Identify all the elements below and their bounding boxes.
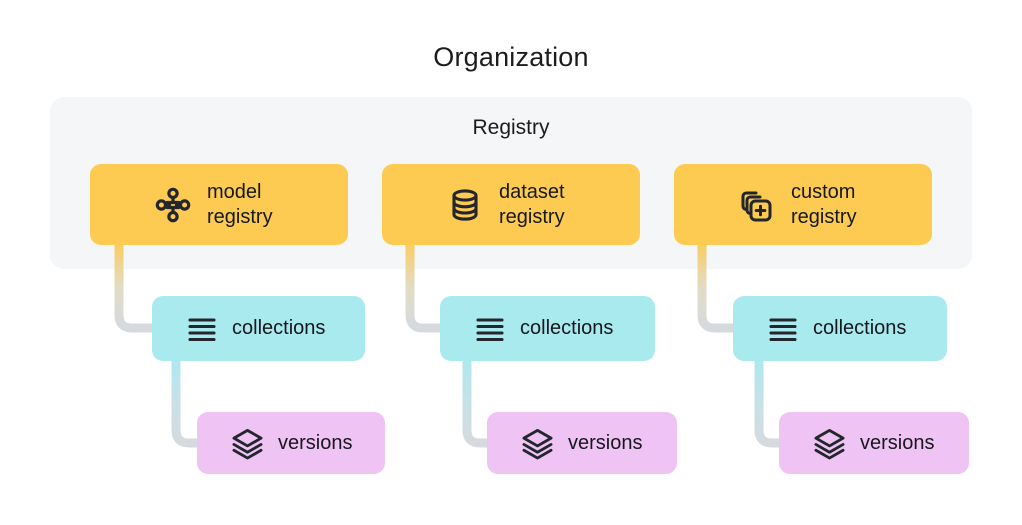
collections-card-dataset[interactable]: collections bbox=[440, 296, 655, 361]
registry-card-custom[interactable]: custom registry bbox=[674, 164, 932, 245]
versions-card-dataset[interactable]: versions bbox=[487, 412, 677, 474]
collections-card-label: collections bbox=[232, 317, 326, 339]
layers-stack-icon bbox=[521, 427, 554, 460]
versions-card-model[interactable]: versions bbox=[197, 412, 385, 474]
collections-card-label: collections bbox=[813, 317, 907, 339]
versions-card-label: versions bbox=[860, 431, 935, 454]
list-lines-icon bbox=[767, 313, 799, 345]
list-lines-icon bbox=[474, 313, 506, 345]
versions-card-custom[interactable]: versions bbox=[779, 412, 969, 474]
list-lines-icon bbox=[186, 313, 218, 345]
registry-card-label: custom registry bbox=[791, 180, 857, 228]
registry-card-model[interactable]: model registry bbox=[90, 164, 348, 245]
versions-card-label: versions bbox=[278, 431, 353, 454]
registry-card-dataset[interactable]: dataset registry bbox=[382, 164, 640, 245]
collections-card-custom[interactable]: collections bbox=[733, 296, 947, 361]
model-network-icon bbox=[152, 184, 194, 226]
page-title: Organization bbox=[433, 42, 589, 72]
stacked-squares-plus-icon bbox=[736, 184, 778, 226]
collections-card-label: collections bbox=[520, 317, 614, 339]
versions-card-label: versions bbox=[568, 431, 643, 454]
collections-card-model[interactable]: collections bbox=[152, 296, 365, 361]
layers-stack-icon bbox=[231, 427, 264, 460]
registry-card-label: model registry bbox=[207, 180, 273, 228]
registry-card-label: dataset registry bbox=[499, 180, 565, 228]
registry-group-label: Registry bbox=[472, 116, 550, 139]
layers-stack-icon bbox=[813, 427, 846, 460]
database-cylinder-icon bbox=[444, 184, 486, 226]
